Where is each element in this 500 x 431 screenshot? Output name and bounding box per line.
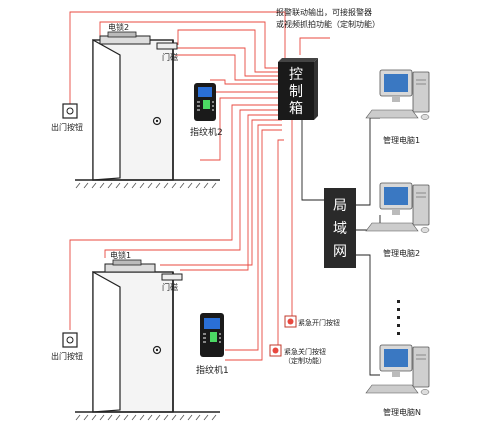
computer-2 [365,182,430,233]
control-box-label-2: 制 [289,84,303,100]
emergency-close-label-2: （定制功能） [284,356,326,365]
lan-label-1: 局 [333,198,347,214]
pc2-label: 管理电脑2 [383,248,420,258]
electric-lock-top [99,31,151,45]
lock-bottom-label: 电锁1 [110,250,131,260]
more-computers-dots [397,300,400,335]
emergency-close-label-1: 紧急关门按钮 [284,347,326,356]
alarm-note-line1: 报警联动输出，可接报警器 [276,7,372,17]
emergency-close-button [269,344,282,357]
door-bottom [75,270,220,421]
lock-top-label: 电锁2 [108,22,129,32]
fingerprint-reader-top [194,83,216,121]
exit-button-top [62,103,78,119]
magnet-top-label: 门磁 [162,52,178,62]
door-top [75,38,220,189]
pcN-label: 管理电脑N [383,407,421,417]
alarm-note-line2: 或视频抓拍功能（定制功能） [276,19,380,29]
wiring [69,11,330,361]
fingerprint-top-label: 指纹机2 [190,126,223,138]
lan-label-2: 域 [333,221,347,237]
emergency-open-label: 紧急开门按钮 [298,318,340,327]
computer-1 [365,69,430,120]
fingerprint-reader-bottom [200,313,224,357]
magnet-bottom-label: 门磁 [162,282,178,292]
lan-label-3: 网 [333,244,347,260]
lan-box [324,188,356,268]
door-magnet-top [156,42,178,50]
fingerprint-bottom-label: 指纹机1 [196,364,229,376]
control-box [278,58,318,120]
door-magnet-bottom [161,273,183,281]
exit-button-bottom-label: 出门按钮 [51,351,83,361]
electric-lock-bottom [104,259,156,273]
exit-button-bottom [62,332,78,348]
emergency-open-button [284,315,297,328]
control-box-label-1: 控 [289,67,303,83]
pc1-label: 管理电脑1 [383,135,420,145]
computer-n [365,344,430,395]
control-box-label-3: 箱 [289,101,303,117]
exit-button-top-label: 出门按钮 [51,122,83,132]
